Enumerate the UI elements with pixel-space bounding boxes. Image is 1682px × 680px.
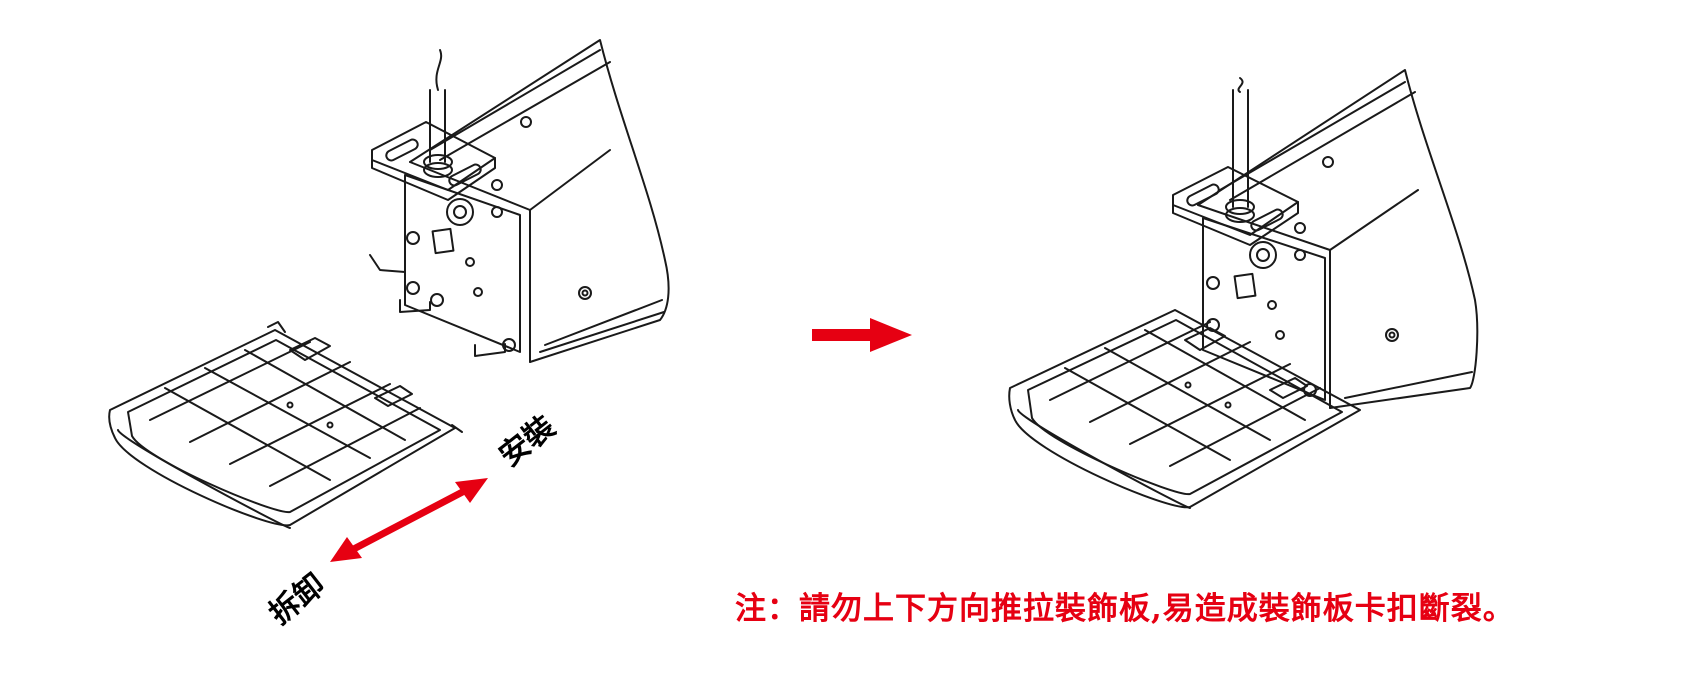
housing-body-left [409, 39, 670, 363]
decorative-panel-installed [1008, 309, 1361, 509]
caution-note: 注：請勿上下方向推拉裝飾板,易造成裝飾板卡扣斷裂。 [735, 591, 1515, 627]
housing-body-right [1197, 69, 1479, 409]
end-cap-left [369, 174, 521, 357]
right-illustration [1008, 69, 1479, 509]
decorative-panel-detached [108, 321, 463, 529]
bracket-left [371, 49, 496, 201]
left-illustration [108, 39, 670, 529]
install-remove-arrow [330, 478, 488, 562]
bracket-right [1172, 77, 1299, 246]
transition-arrow [812, 318, 912, 352]
end-cap-right [1202, 217, 1326, 401]
